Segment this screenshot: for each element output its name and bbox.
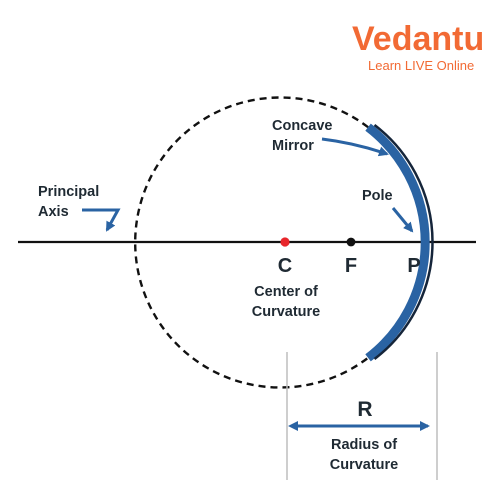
- concave-mirror: [365, 123, 434, 362]
- concave-mirror-pointer-arrow: [321, 137, 389, 157]
- concave-mirror-label-line1: Concave: [272, 118, 332, 134]
- center-label-line1: Center of: [254, 284, 318, 300]
- focus-point: [346, 237, 356, 247]
- curvature-circle: [134, 96, 369, 389]
- pole-pointer-arrow: [391, 207, 414, 233]
- center-of-curvature-point: [280, 237, 290, 247]
- concave-mirror-label-line2: Mirror: [272, 138, 314, 154]
- brand-name: Vedantu: [352, 20, 484, 58]
- radius-label-line2: Curvature: [330, 457, 399, 473]
- center-label-line2: Curvature: [252, 304, 321, 320]
- principal-axis-label-line2: Axis: [38, 204, 69, 220]
- brand-logo: Vedantu Learn LIVE Online: [352, 20, 484, 73]
- pole-label: Pole: [362, 188, 393, 204]
- point-f-label: F: [345, 255, 357, 277]
- principal-axis-pointer-arrow: [82, 208, 121, 232]
- brand-tagline: Learn LIVE Online: [368, 58, 474, 73]
- principal-axis-label-line1: Principal: [38, 184, 99, 200]
- radius-label-line1: Radius of: [331, 437, 397, 453]
- radius-symbol-label: R: [357, 398, 372, 421]
- point-p-label: P: [407, 255, 420, 277]
- point-c-label: C: [278, 255, 292, 277]
